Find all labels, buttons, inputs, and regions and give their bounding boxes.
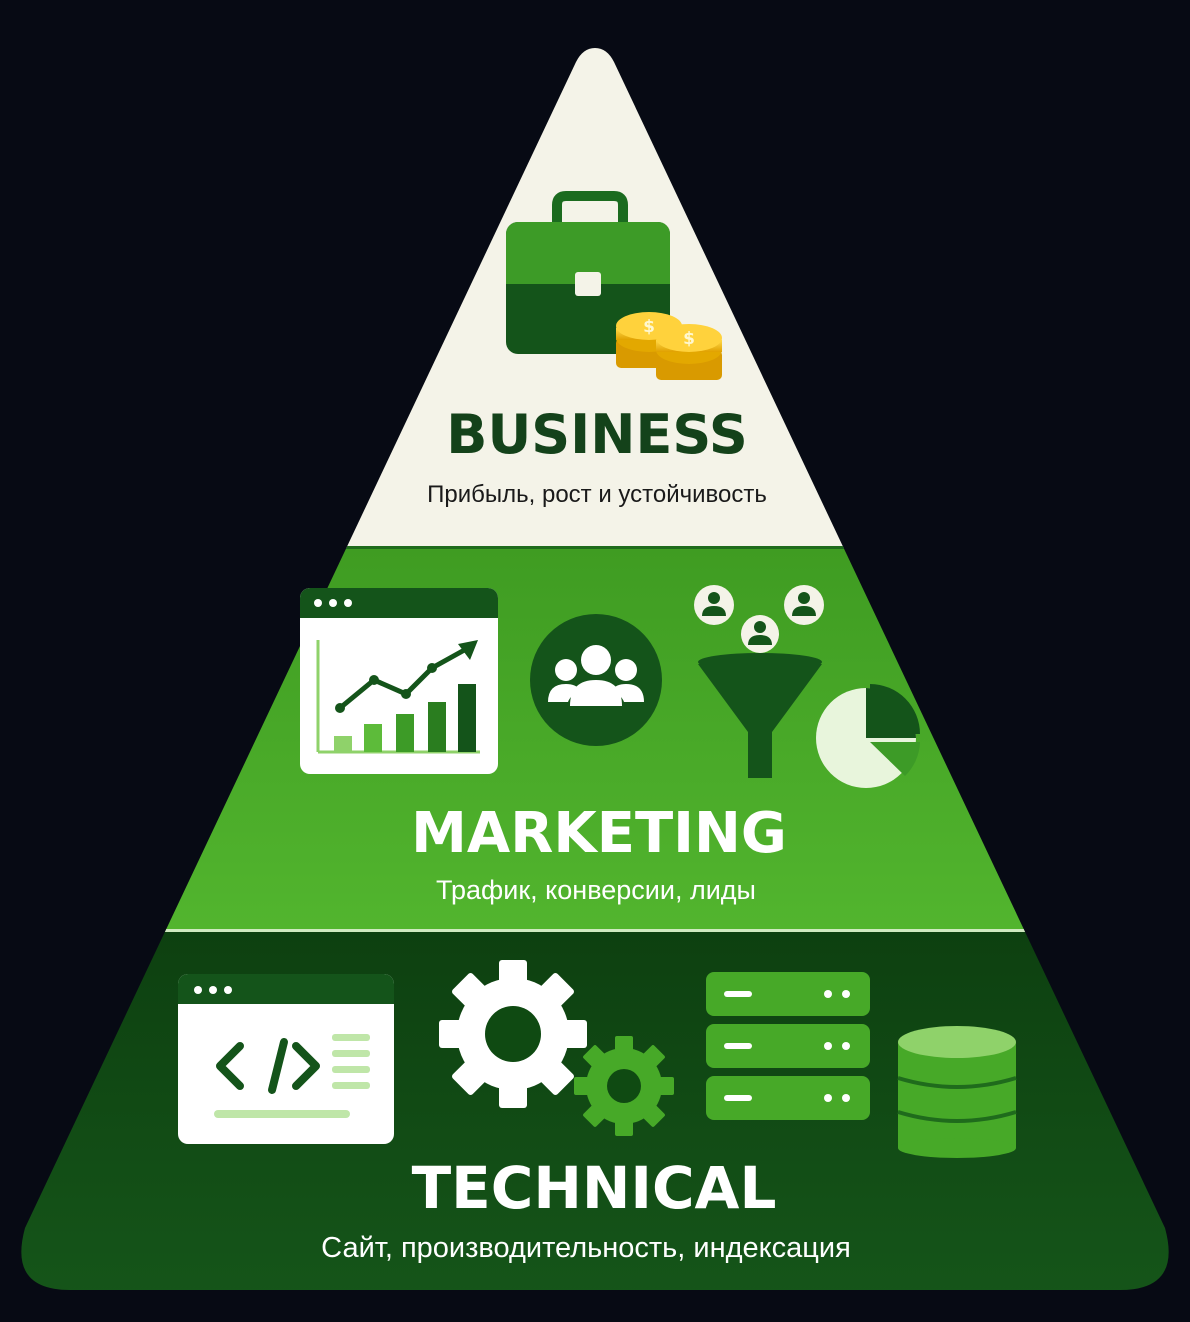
growth-chart-icon bbox=[300, 588, 498, 774]
technical-title: TECHNICAL bbox=[412, 1154, 777, 1222]
svg-text:$: $ bbox=[683, 329, 695, 349]
gears-icon bbox=[439, 960, 674, 1136]
coins-icon: $ $ bbox=[616, 312, 722, 380]
database-icon bbox=[897, 1026, 1017, 1158]
technical-subtitle: Сайт, производительность, индексация bbox=[321, 1232, 851, 1264]
code-window-icon bbox=[178, 974, 394, 1144]
business-title: BUSINESS bbox=[446, 403, 747, 466]
marketing-subtitle: Трафик, конверсии, лиды bbox=[436, 875, 756, 905]
marketing-title: MARKETING bbox=[411, 801, 787, 866]
svg-text:$: $ bbox=[643, 317, 655, 337]
business-subtitle: Прибыль, рост и устойчивость bbox=[427, 481, 767, 508]
server-icon bbox=[706, 972, 870, 1120]
audience-icon bbox=[530, 614, 662, 746]
funnel-icon bbox=[694, 585, 824, 778]
pie-chart-icon bbox=[816, 684, 920, 788]
